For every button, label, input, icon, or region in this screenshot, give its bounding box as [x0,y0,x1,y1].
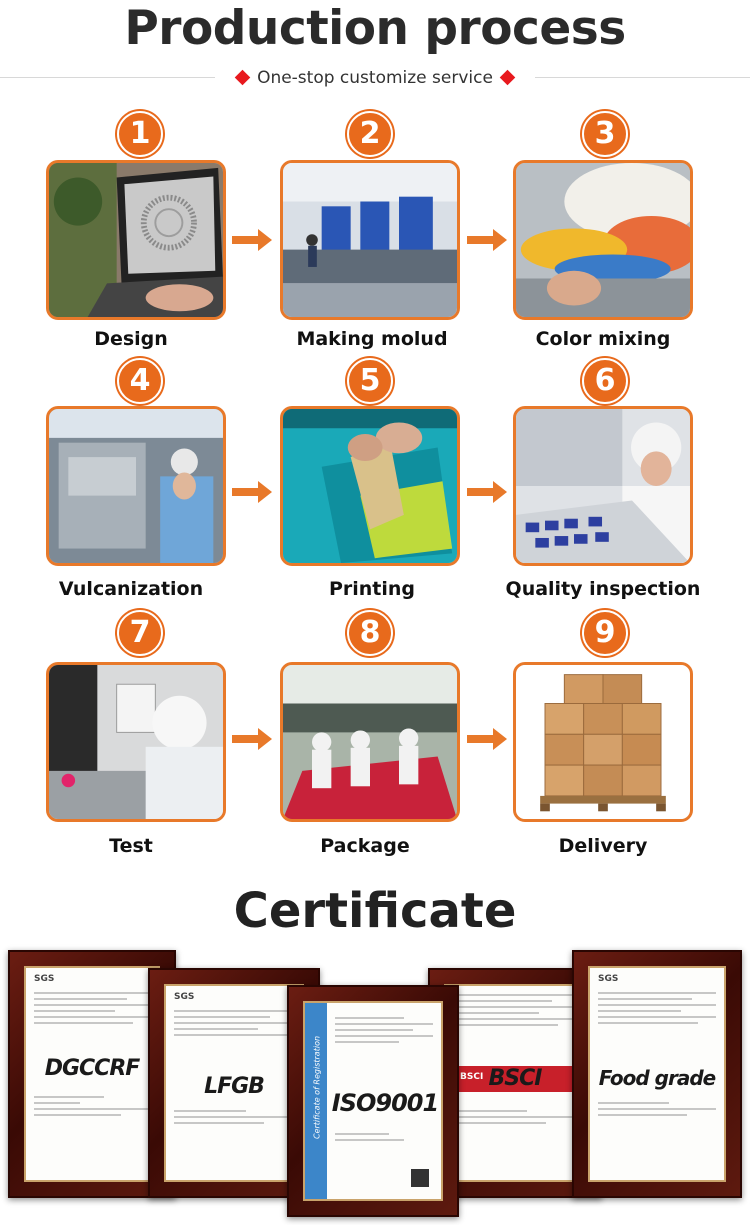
doc-text [335,1017,433,1047]
step-8-label: Package [320,835,410,857]
cert-header: SGS [34,974,55,984]
step-8-photo [280,662,460,822]
step-6-label: Quality inspection [505,578,701,600]
step-6-photo [513,406,693,566]
cert-header: SGS [598,974,619,984]
step-1-photo [46,160,226,320]
certificate-paper: Certificate of Registration ISO9001 [303,1001,443,1201]
diamond-icon [234,69,251,85]
certificate-paper: SGS DGCCRF [24,966,160,1182]
cert-name: Food grade [598,1066,716,1090]
certificate-paper: SGS Food grade [588,966,726,1182]
step-4-photo [46,406,226,566]
step-7-badge: 7 [117,610,163,656]
cert-name: ISO9001 [331,1089,439,1117]
step-4-badge: 4 [117,358,163,404]
arrow-right-icon [232,728,272,750]
step-2-label: Making molud [296,328,448,350]
arrow-right-icon [467,229,507,251]
arrow-right-icon [467,728,507,750]
iso-side-band [305,1003,327,1199]
doc-text [598,992,716,1028]
arrow-right-icon [232,229,272,251]
certificate-frame-food-grade: SGS Food grade [572,950,742,1198]
certificate-title: Certificate [233,883,517,939]
step-1-badge: 1 [117,111,163,157]
arrow-right-icon [467,481,507,503]
cert-name: LFGB [204,1074,265,1099]
diamond-icon [499,69,516,85]
doc-text [174,1010,294,1040]
step-7-label: Test [109,835,153,857]
step-5-photo [280,406,460,566]
doc-text [454,1110,576,1128]
step-2-badge: 2 [347,111,393,157]
arrow-right-icon [232,481,272,503]
step-2-photo [280,160,460,320]
cert-name: BSCI [488,1066,543,1091]
doc-text [34,992,150,1028]
cert-header: Certificate of Registration [312,1035,322,1140]
subtitle-text: One-stop customize service [257,68,493,88]
certificate-paper: BSCI BSCI [444,984,586,1182]
step-9-photo [513,662,693,822]
doc-text [598,1102,716,1120]
subtitle: One-stop customize service [0,64,750,92]
step-3-photo [513,160,693,320]
step-1-label: Design [94,328,168,350]
doc-text [335,1133,433,1145]
qr-code-icon [411,1169,429,1187]
step-9-badge: 9 [582,610,628,656]
step-6-badge: 6 [582,358,628,404]
doc-text [34,1096,150,1120]
step-4-label: Vulcanization [58,578,204,600]
step-5-badge: 5 [347,358,393,404]
step-8-badge: 8 [347,610,393,656]
subtitle-rule-left [0,77,215,78]
bsci-banner [454,1066,576,1092]
doc-text [454,994,576,1030]
page-title: Production process [124,1,626,56]
step-3-badge: 3 [582,111,628,157]
doc-text [174,1110,294,1128]
certificate-paper: SGS LFGB [164,984,304,1182]
cert-header: BSCI [460,1072,484,1082]
step-3-label: Color mixing [535,328,671,350]
step-7-photo [46,662,226,822]
cert-header: SGS [174,992,195,1002]
subtitle-rule-right [535,77,750,78]
certificate-frame-iso9001: Certificate of Registration ISO9001 [287,985,459,1217]
cert-name: DGCCRF [44,1056,141,1081]
step-5-label: Printing [328,578,416,600]
step-9-label: Delivery [558,835,648,857]
